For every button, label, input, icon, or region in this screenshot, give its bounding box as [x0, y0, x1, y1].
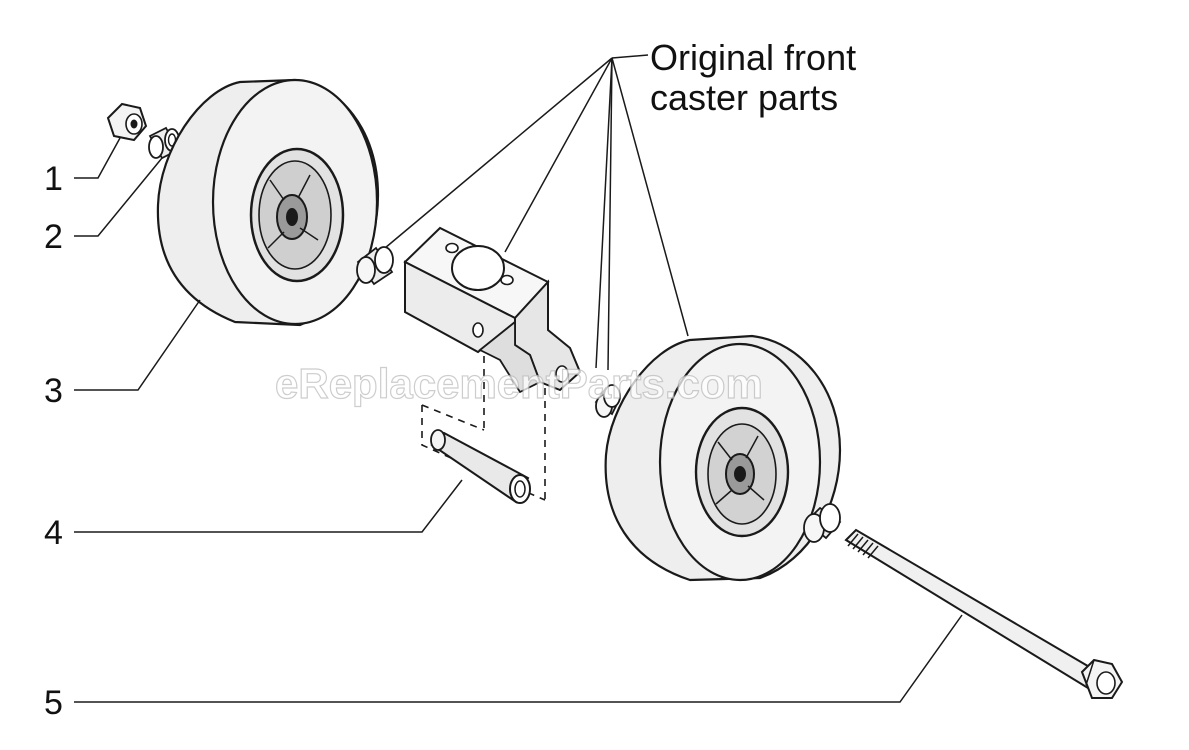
bracket-left-bushing — [356, 246, 394, 286]
caster-bracket-part — [403, 226, 582, 394]
axle-bolt-part — [844, 528, 1124, 699]
nut-part — [106, 102, 148, 142]
watermark-text: eReplacementParts.com — [275, 360, 763, 407]
annotation-line-2: caster parts — [650, 77, 838, 118]
pivot-tube-part — [430, 429, 531, 504]
callout-leaders — [74, 137, 963, 703]
annotation-line-1: Original front — [650, 37, 856, 78]
callout-number-1: 1 — [44, 160, 63, 198]
callout-number-4: 4 — [44, 514, 63, 552]
callout-number-3: 3 — [44, 372, 63, 410]
wheel-right-bushing — [803, 503, 842, 543]
callout-labels: 1 2 3 4 5 — [44, 160, 63, 722]
left-wheel-part — [156, 78, 380, 327]
right-wheel-part — [604, 334, 842, 582]
bracket-right-bushing — [594, 384, 622, 418]
callout-number-2: 2 — [44, 218, 63, 256]
annotation-text: Original front caster parts — [650, 37, 856, 118]
callout-number-5: 5 — [44, 684, 63, 722]
annotation-leaders — [384, 54, 689, 371]
